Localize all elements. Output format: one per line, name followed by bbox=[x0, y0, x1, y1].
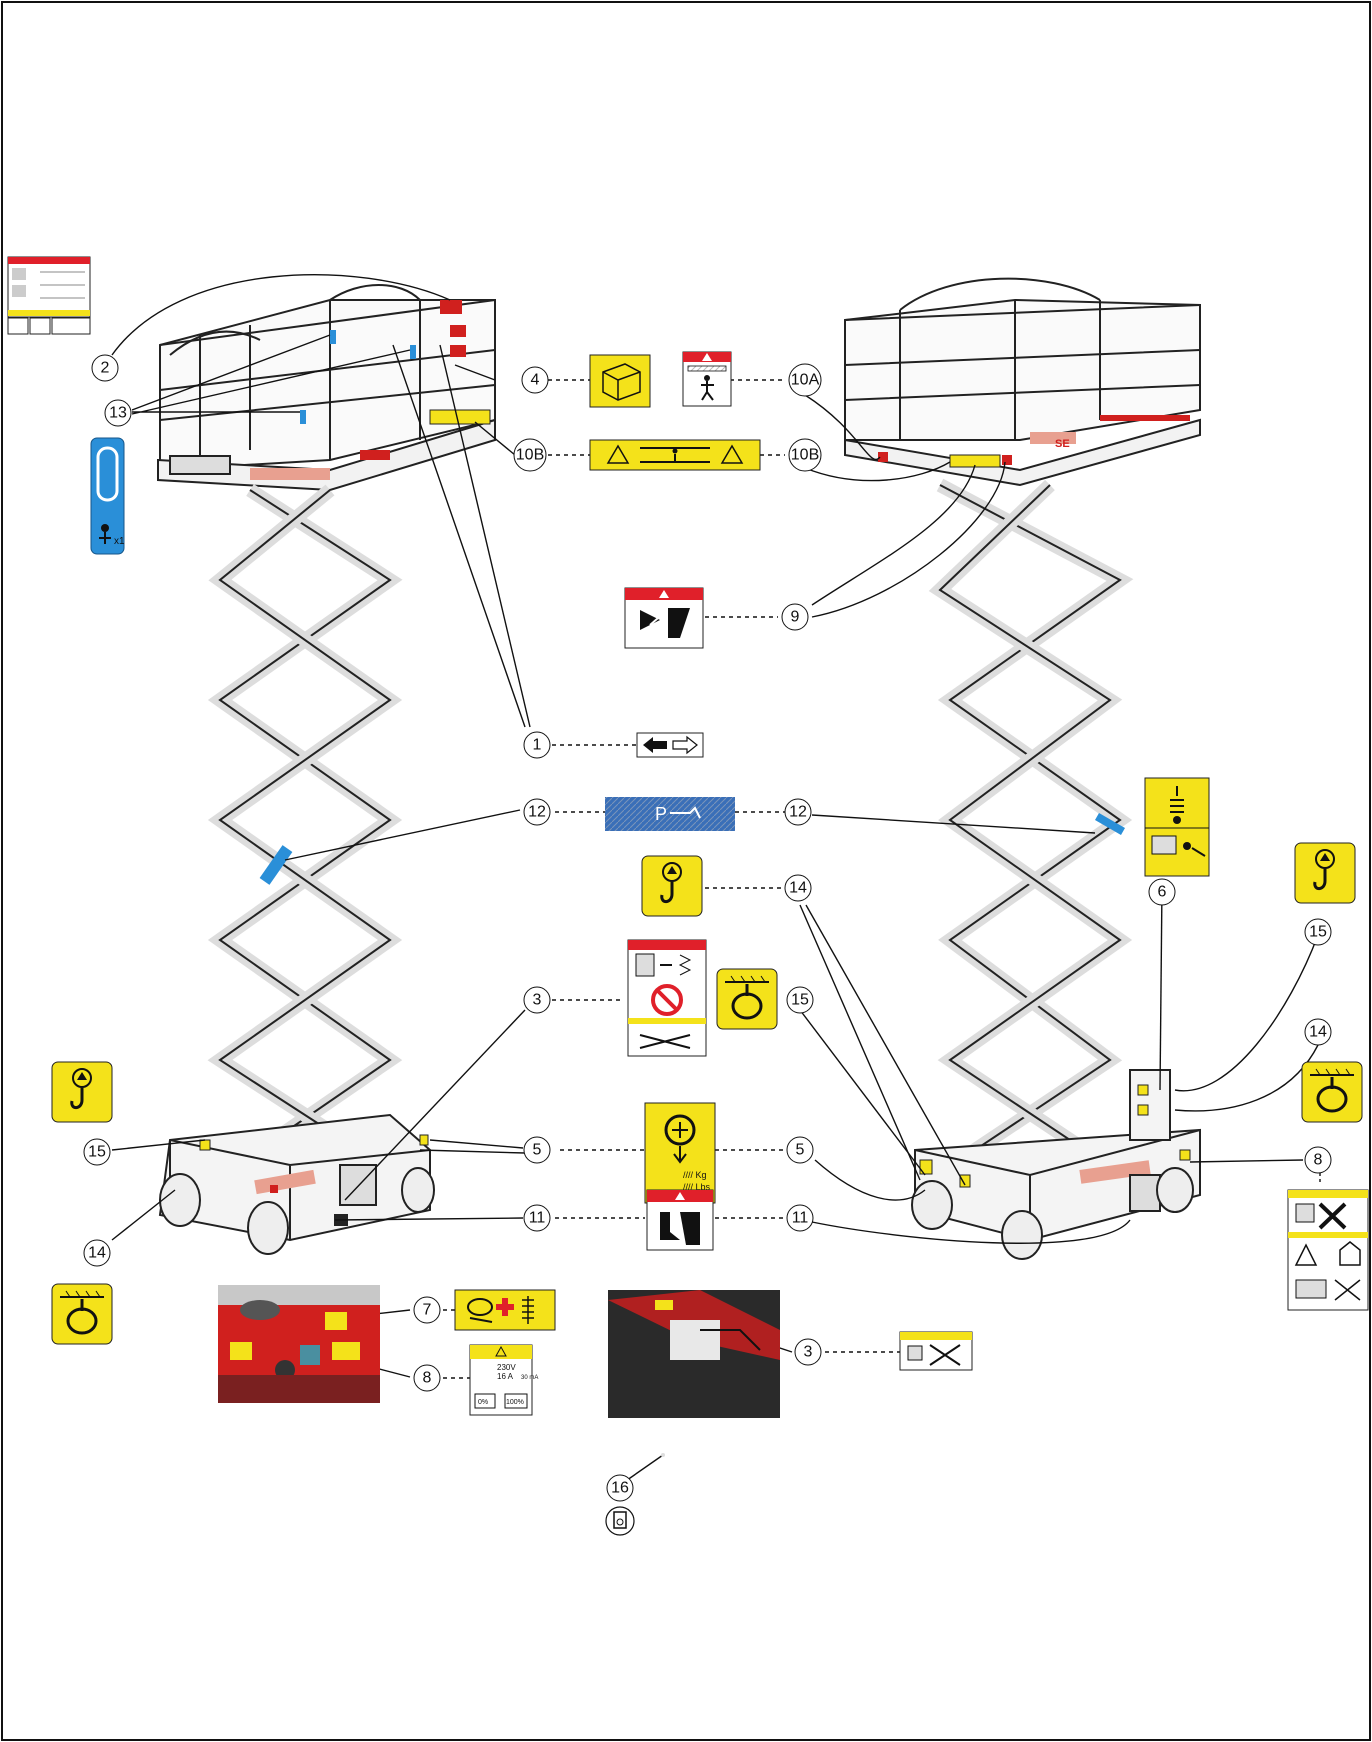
svg-text:3: 3 bbox=[533, 992, 542, 1009]
callout-8-right: 8 bbox=[1304, 1146, 1332, 1174]
disconnect-battery-decal-icon bbox=[899, 1331, 973, 1371]
svg-text:9: 9 bbox=[791, 609, 800, 626]
charge-full-label: 100% bbox=[506, 1399, 524, 1406]
svg-text:15: 15 bbox=[1309, 924, 1327, 941]
charge-empty-label: 0% bbox=[478, 1399, 488, 1406]
maintenance-warning-decal-icon bbox=[627, 939, 707, 1057]
crush-hazard-10a-decal-icon bbox=[682, 351, 732, 407]
svg-text:7: 7 bbox=[423, 1302, 432, 1319]
svg-text:16: 16 bbox=[611, 1480, 629, 1497]
callouts: 2 13 4 10A 10B 10B 9 1 12 12 14 6 15 3 1… bbox=[83, 354, 1332, 1502]
anchorage-point-decal-icon: x1 bbox=[90, 437, 125, 555]
callout-3: 3 bbox=[523, 986, 551, 1014]
svg-text:2: 2 bbox=[101, 360, 110, 377]
callout-7: 7 bbox=[413, 1296, 441, 1324]
svg-text:5: 5 bbox=[533, 1142, 542, 1159]
platform-control-decal-icon bbox=[589, 354, 651, 408]
svg-text:P: P bbox=[655, 804, 667, 824]
svg-text:14: 14 bbox=[789, 880, 807, 897]
callout-10b-left: 10B bbox=[513, 438, 547, 472]
tie-down-decal-icon bbox=[716, 968, 778, 1030]
callout-4: 4 bbox=[521, 366, 549, 394]
charger-spec-decal-icon: 230V 16 A 30 mA 0% 100% bbox=[469, 1344, 538, 1416]
emergency-lowering-decal-icon bbox=[1144, 777, 1210, 877]
crush-hands-decal-icon bbox=[624, 587, 704, 649]
tie-down-left-decal-icon bbox=[51, 1283, 113, 1345]
callout-15-right: 15 bbox=[1304, 918, 1332, 946]
svg-text:11: 11 bbox=[529, 1210, 546, 1227]
left-brand-label: SE bbox=[368, 451, 383, 463]
svg-text:13: 13 bbox=[109, 405, 127, 422]
svg-text:4: 4 bbox=[531, 372, 540, 389]
callout-15-left: 15 bbox=[83, 1138, 111, 1166]
svg-text:8: 8 bbox=[423, 1370, 432, 1387]
svg-text:15: 15 bbox=[88, 1144, 106, 1161]
leader-lines bbox=[111, 274, 1321, 1486]
crush-feet-decal-icon bbox=[646, 1189, 714, 1251]
svg-text:5: 5 bbox=[796, 1142, 805, 1159]
charger-area-photo bbox=[218, 1285, 380, 1403]
callout-9: 9 bbox=[781, 603, 809, 631]
callout-1: 1 bbox=[523, 731, 551, 759]
callout-15-centre: 15 bbox=[786, 986, 814, 1014]
base-compartment-photo bbox=[608, 1290, 780, 1457]
svg-text:12: 12 bbox=[789, 804, 807, 821]
callout-13: 13 bbox=[104, 399, 132, 427]
callout-16: 16 bbox=[606, 1474, 634, 1502]
callout-12-right: 12 bbox=[784, 798, 812, 826]
charger-ma-label: 30 mA bbox=[521, 1375, 538, 1381]
left-scissor-lift bbox=[157, 284, 496, 1255]
tie-down-right-decal-icon bbox=[1301, 1061, 1363, 1123]
callout-8-left: 8 bbox=[413, 1364, 441, 1392]
callout-10a: 10A bbox=[788, 363, 822, 397]
charger-amps-label: 16 A bbox=[497, 1372, 514, 1381]
callout-14-centre: 14 bbox=[784, 874, 812, 902]
callout-6: 6 bbox=[1148, 878, 1176, 906]
right-brand-label: SE bbox=[1055, 438, 1070, 450]
svg-text:14: 14 bbox=[88, 1245, 106, 1262]
lifting-point-left-decal-icon bbox=[51, 1061, 113, 1123]
callout-5-left: 5 bbox=[523, 1136, 551, 1164]
fall-hazard-10b-decal-icon bbox=[589, 439, 761, 471]
svg-text:8: 8 bbox=[1314, 1152, 1323, 1169]
svg-text:6: 6 bbox=[1158, 884, 1167, 901]
wheel-load-kg-label: //// Kg bbox=[683, 1170, 707, 1180]
callout-14-left: 14 bbox=[83, 1239, 111, 1267]
direction-arrows-decal-icon bbox=[636, 732, 704, 758]
capacity-plate-decal-icon bbox=[7, 256, 91, 335]
right-scissor-lift bbox=[844, 277, 1201, 1260]
svg-text:1: 1 bbox=[533, 737, 542, 754]
svg-text:10B: 10B bbox=[516, 447, 544, 464]
svg-text:12: 12 bbox=[528, 804, 546, 821]
svg-text:11: 11 bbox=[792, 1210, 809, 1227]
hydraulic-oil-decal-icon bbox=[454, 1289, 556, 1331]
callout-11-left: 11 bbox=[523, 1204, 551, 1232]
callout-11-right: 11 bbox=[786, 1204, 814, 1232]
lifting-point-right-decal-icon bbox=[1294, 842, 1356, 904]
lifting-point-decal-icon bbox=[641, 855, 703, 917]
battery-warning-decal-icon bbox=[1287, 1189, 1369, 1311]
svg-text:10A: 10A bbox=[791, 372, 820, 389]
callout-5-right: 5 bbox=[786, 1136, 814, 1164]
callout-3-photo: 3 bbox=[794, 1338, 822, 1366]
callout-12-left: 12 bbox=[523, 798, 551, 826]
drain-plug-icon bbox=[605, 1506, 635, 1536]
charger-voltage-label: 230V bbox=[497, 1363, 516, 1372]
svg-text:15: 15 bbox=[791, 992, 809, 1009]
callout-2: 2 bbox=[91, 354, 119, 382]
svg-text:10B: 10B bbox=[791, 447, 819, 464]
wheel-load-lbs-label: //// Lbs bbox=[683, 1182, 711, 1192]
anchor-multiplier-label: x1 bbox=[114, 536, 125, 547]
callout-14-right: 14 bbox=[1304, 1018, 1332, 1046]
callout-10b-right: 10B bbox=[788, 438, 822, 472]
hydraulic-decal-icon: P bbox=[605, 797, 735, 831]
svg-text:3: 3 bbox=[804, 1344, 813, 1361]
wheel-load-decal-icon: //// Kg //// Lbs bbox=[644, 1102, 716, 1204]
svg-text:14: 14 bbox=[1309, 1024, 1327, 1041]
